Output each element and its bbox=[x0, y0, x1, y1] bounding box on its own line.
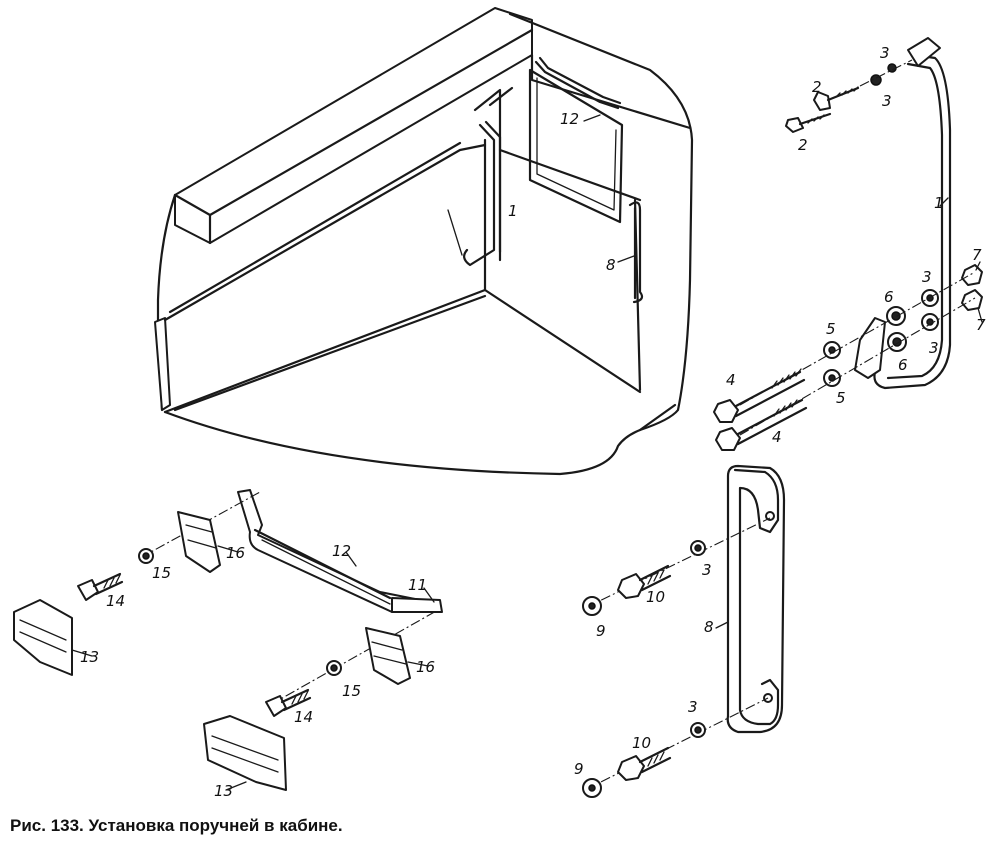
washer-3-upper-a bbox=[870, 74, 882, 86]
label-clip-16-b: 16 bbox=[416, 658, 435, 676]
cabin-left-seal bbox=[154, 317, 171, 411]
label-washer-3-mid-b: 3 bbox=[929, 339, 939, 357]
label-bolt-10-a: 10 bbox=[646, 588, 665, 606]
handrail-1-assembly bbox=[713, 37, 983, 451]
bolt-10-upper bbox=[617, 564, 672, 599]
label-grab-bar-12: 12 bbox=[332, 542, 351, 560]
label-washer-15-a: 15 bbox=[152, 564, 171, 582]
handrail-1-top-tab bbox=[907, 37, 941, 67]
installed-handrail-1 bbox=[463, 123, 496, 267]
nut-7-lower bbox=[961, 289, 983, 311]
cabin-right-wall-top bbox=[530, 53, 692, 130]
installed-handrail-1-inner bbox=[484, 120, 502, 254]
pad-13-lower bbox=[203, 715, 287, 791]
label-bolt-2-b: 2 bbox=[798, 136, 808, 154]
installed-grab-bar-12-inner bbox=[538, 56, 622, 105]
rear-window-inner bbox=[536, 77, 617, 211]
cabin-rear-edge bbox=[163, 143, 487, 322]
label-handrail-8-cabin: 8 bbox=[606, 256, 616, 274]
cabin-right-wall bbox=[508, 12, 694, 432]
label-bushing-6-b: 6 bbox=[898, 356, 908, 374]
handrail-1-tube-inner bbox=[886, 62, 944, 380]
installed-grab-bar-12 bbox=[534, 60, 620, 110]
clip-16-lower bbox=[365, 627, 411, 685]
label-nut-7-a: 7 bbox=[972, 246, 982, 264]
label-nut-7-b: 7 bbox=[976, 316, 986, 334]
grab-bar-12-body bbox=[237, 489, 441, 613]
label-handrail-1-cabin: 1 bbox=[508, 202, 518, 220]
cabin-shell bbox=[154, 7, 694, 476]
cabin-floor-left-edge bbox=[163, 288, 487, 414]
axis-side-upper bbox=[584, 517, 771, 609]
clip-16-upper bbox=[177, 511, 221, 573]
label-washer-5-b: 5 bbox=[836, 389, 846, 407]
label-washer-3-mid-a: 3 bbox=[922, 268, 932, 286]
label-screw-14-a: 14 bbox=[106, 592, 125, 610]
label-washer-3-upper-b: 3 bbox=[882, 92, 892, 110]
cabin-floor-contour bbox=[163, 403, 677, 476]
leader-handrail-1 bbox=[447, 209, 463, 256]
cabin-floor-left-edge-inner bbox=[173, 294, 487, 412]
label-pad-13-b: 13 bbox=[214, 782, 233, 800]
label-bolt-4-a: 4 bbox=[726, 371, 736, 389]
label-washer-3-side-b: 3 bbox=[688, 698, 698, 716]
nut-7-upper bbox=[961, 264, 983, 286]
axis-bar-right bbox=[269, 609, 439, 706]
cabin-roof-beam bbox=[174, 7, 533, 244]
label-cap-9-b: 9 bbox=[574, 760, 584, 778]
label-screw-14-b: 14 bbox=[294, 708, 313, 726]
axis-upper bbox=[859, 59, 913, 87]
screw-14-lower bbox=[265, 688, 312, 717]
label-bolt-4-b: 4 bbox=[772, 428, 782, 446]
leader-lines bbox=[71, 197, 983, 791]
cabin-pillar-top bbox=[488, 86, 514, 107]
label-washer-15-b: 15 bbox=[342, 682, 361, 700]
axis-side-lower bbox=[584, 697, 769, 791]
rear-window bbox=[528, 68, 624, 224]
label-bushing-6-a: 6 bbox=[884, 288, 894, 306]
handrail-8-outer bbox=[733, 468, 780, 726]
pad-13-upper bbox=[13, 599, 73, 676]
label-washer-5-a: 5 bbox=[826, 320, 836, 338]
callout-labels: 1 1 2 2 3 3 3 3 3 3 4 4 5 5 6 6 7 7 8 8 … bbox=[80, 44, 986, 800]
handrail-8-assembly bbox=[582, 464, 786, 798]
bolt-4-lower bbox=[715, 398, 808, 451]
grab-bar-12-groove bbox=[253, 528, 392, 600]
handrail-8-hole-upper bbox=[765, 511, 775, 521]
handrail-1-bottom-bracket bbox=[854, 317, 886, 379]
cabin-pillar bbox=[473, 88, 502, 262]
handrail-8-contour bbox=[726, 464, 786, 734]
bolt-4-upper bbox=[713, 368, 806, 423]
grab-bar-12-groove-inner bbox=[261, 539, 391, 605]
label-bracket-11: 11 bbox=[408, 576, 427, 594]
cabin-floor-right-edge bbox=[483, 288, 642, 394]
label-clip-16-a: 16 bbox=[226, 544, 245, 562]
label-handrail-1: 1 bbox=[934, 194, 944, 212]
cabin-left-side bbox=[156, 193, 177, 412]
grab-bar-12-assembly bbox=[13, 489, 443, 791]
cabin-right-inner-top bbox=[498, 148, 642, 202]
bolt-10-lower bbox=[617, 746, 672, 781]
label-grab-bar-12-cabin: 12 bbox=[560, 110, 579, 128]
label-handrail-8: 8 bbox=[704, 618, 714, 636]
label-washer-3-upper-a: 3 bbox=[880, 44, 890, 62]
installed-side-handrail-8 bbox=[628, 201, 644, 304]
bracket-11 bbox=[391, 597, 443, 613]
label-bolt-10-b: 10 bbox=[632, 734, 651, 752]
figure-caption: Рис. 133. Установка поручней в кабине. bbox=[10, 816, 343, 835]
label-pad-13-a: 13 bbox=[80, 648, 99, 666]
bolt-2-upper bbox=[813, 86, 860, 111]
screw-14-upper bbox=[77, 572, 124, 601]
cabin-rear-edge-inner bbox=[168, 141, 462, 314]
bolt-2-lower bbox=[785, 112, 832, 133]
label-bolt-2-a: 2 bbox=[812, 78, 822, 96]
label-washer-3-side-a: 3 bbox=[702, 561, 712, 579]
handrail-1-tube-outer bbox=[873, 53, 952, 390]
label-cap-9-a: 9 bbox=[596, 622, 606, 640]
leader-grab-bar-12 bbox=[583, 114, 601, 122]
